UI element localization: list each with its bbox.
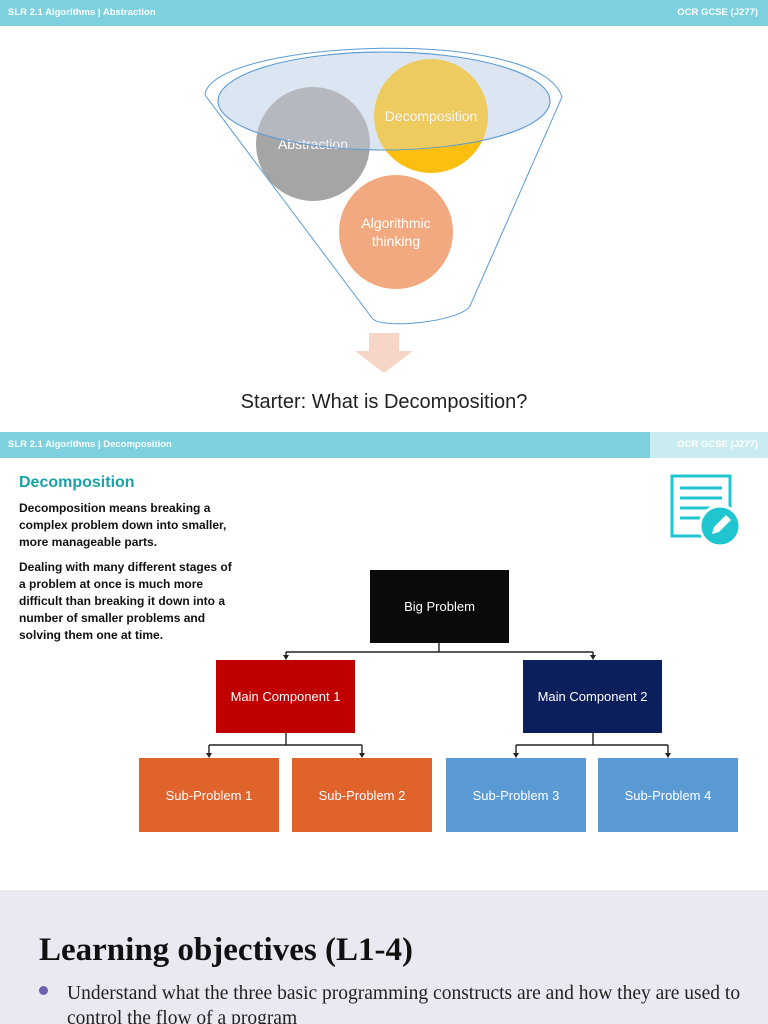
explanation-text: Dealing with many different stages of a …	[19, 560, 232, 642]
header-course-box	[650, 432, 768, 458]
definition-text: Decomposition means breaking a complex p…	[19, 501, 227, 549]
bullet-icon	[39, 986, 48, 995]
slide-header: SLR 2.1 Algorithms | Decomposition OCR G…	[0, 432, 768, 458]
abstraction-label: Abstraction	[277, 136, 349, 152]
arrow-down-icon	[355, 333, 413, 373]
header-course: OCR GCSE (J277)	[677, 7, 758, 18]
main-component-2-label: Main Component 2	[537, 689, 648, 704]
sub-problem-1-label: Sub-Problem 1	[165, 787, 253, 803]
header-title: SLR 2.1 Algorithms | Decomposition	[8, 439, 172, 450]
slide-header: SLR 2.1 Algorithms | Abstraction OCR GCS…	[0, 0, 768, 26]
sub-problem-3-label: Sub-Problem 3	[472, 787, 560, 803]
decomposition-label: Decomposition	[384, 108, 478, 124]
tree-connectors	[206, 643, 671, 758]
main-component-1-label: Main Component 1	[230, 689, 341, 704]
big-problem-box: Big Problem	[370, 570, 509, 643]
main-component-2-box: Main Component 2	[523, 660, 662, 733]
sub-problem-3-box: Sub-Problem 3	[446, 758, 586, 832]
document-edit-icon	[670, 474, 742, 548]
sub-problem-2-label: Sub-Problem 2	[318, 787, 406, 803]
main-component-1-box: Main Component 1	[216, 660, 355, 733]
sub-problem-4-label: Sub-Problem 4	[624, 787, 712, 803]
slide-abstraction: SLR 2.1 Algorithms | Abstraction OCR GCS…	[0, 0, 768, 432]
slide-learning-objectives: Learning objectives (L1-4) Understand wh…	[0, 890, 768, 1024]
header-title: SLR 2.1 Algorithms | Abstraction	[8, 7, 156, 18]
sub-problem-4-box: Sub-Problem 4	[598, 758, 738, 832]
section-title: Decomposition	[19, 474, 135, 491]
algorithmic-thinking-circle: Algorithmic thinking	[339, 175, 453, 289]
sub-problem-2-box: Sub-Problem 2	[292, 758, 432, 832]
abstraction-circle: Abstraction	[256, 87, 370, 201]
learning-objectives-title: Learning objectives (L1-4)	[39, 932, 413, 968]
decomposition-circle: Decomposition	[374, 59, 488, 173]
algorithmic-thinking-label: Algorithmic thinking	[361, 215, 431, 249]
slide-decomposition: SLR 2.1 Algorithms | Decomposition OCR G…	[0, 432, 768, 890]
header-course: OCR GCSE (J277)	[677, 439, 758, 450]
learning-objective-item: Understand what the three basic programm…	[67, 983, 741, 1024]
sub-problem-1-box: Sub-Problem 1	[139, 758, 279, 832]
big-problem-label: Big Problem	[404, 599, 475, 614]
starter-question: Starter: What is Decomposition?	[240, 391, 528, 413]
